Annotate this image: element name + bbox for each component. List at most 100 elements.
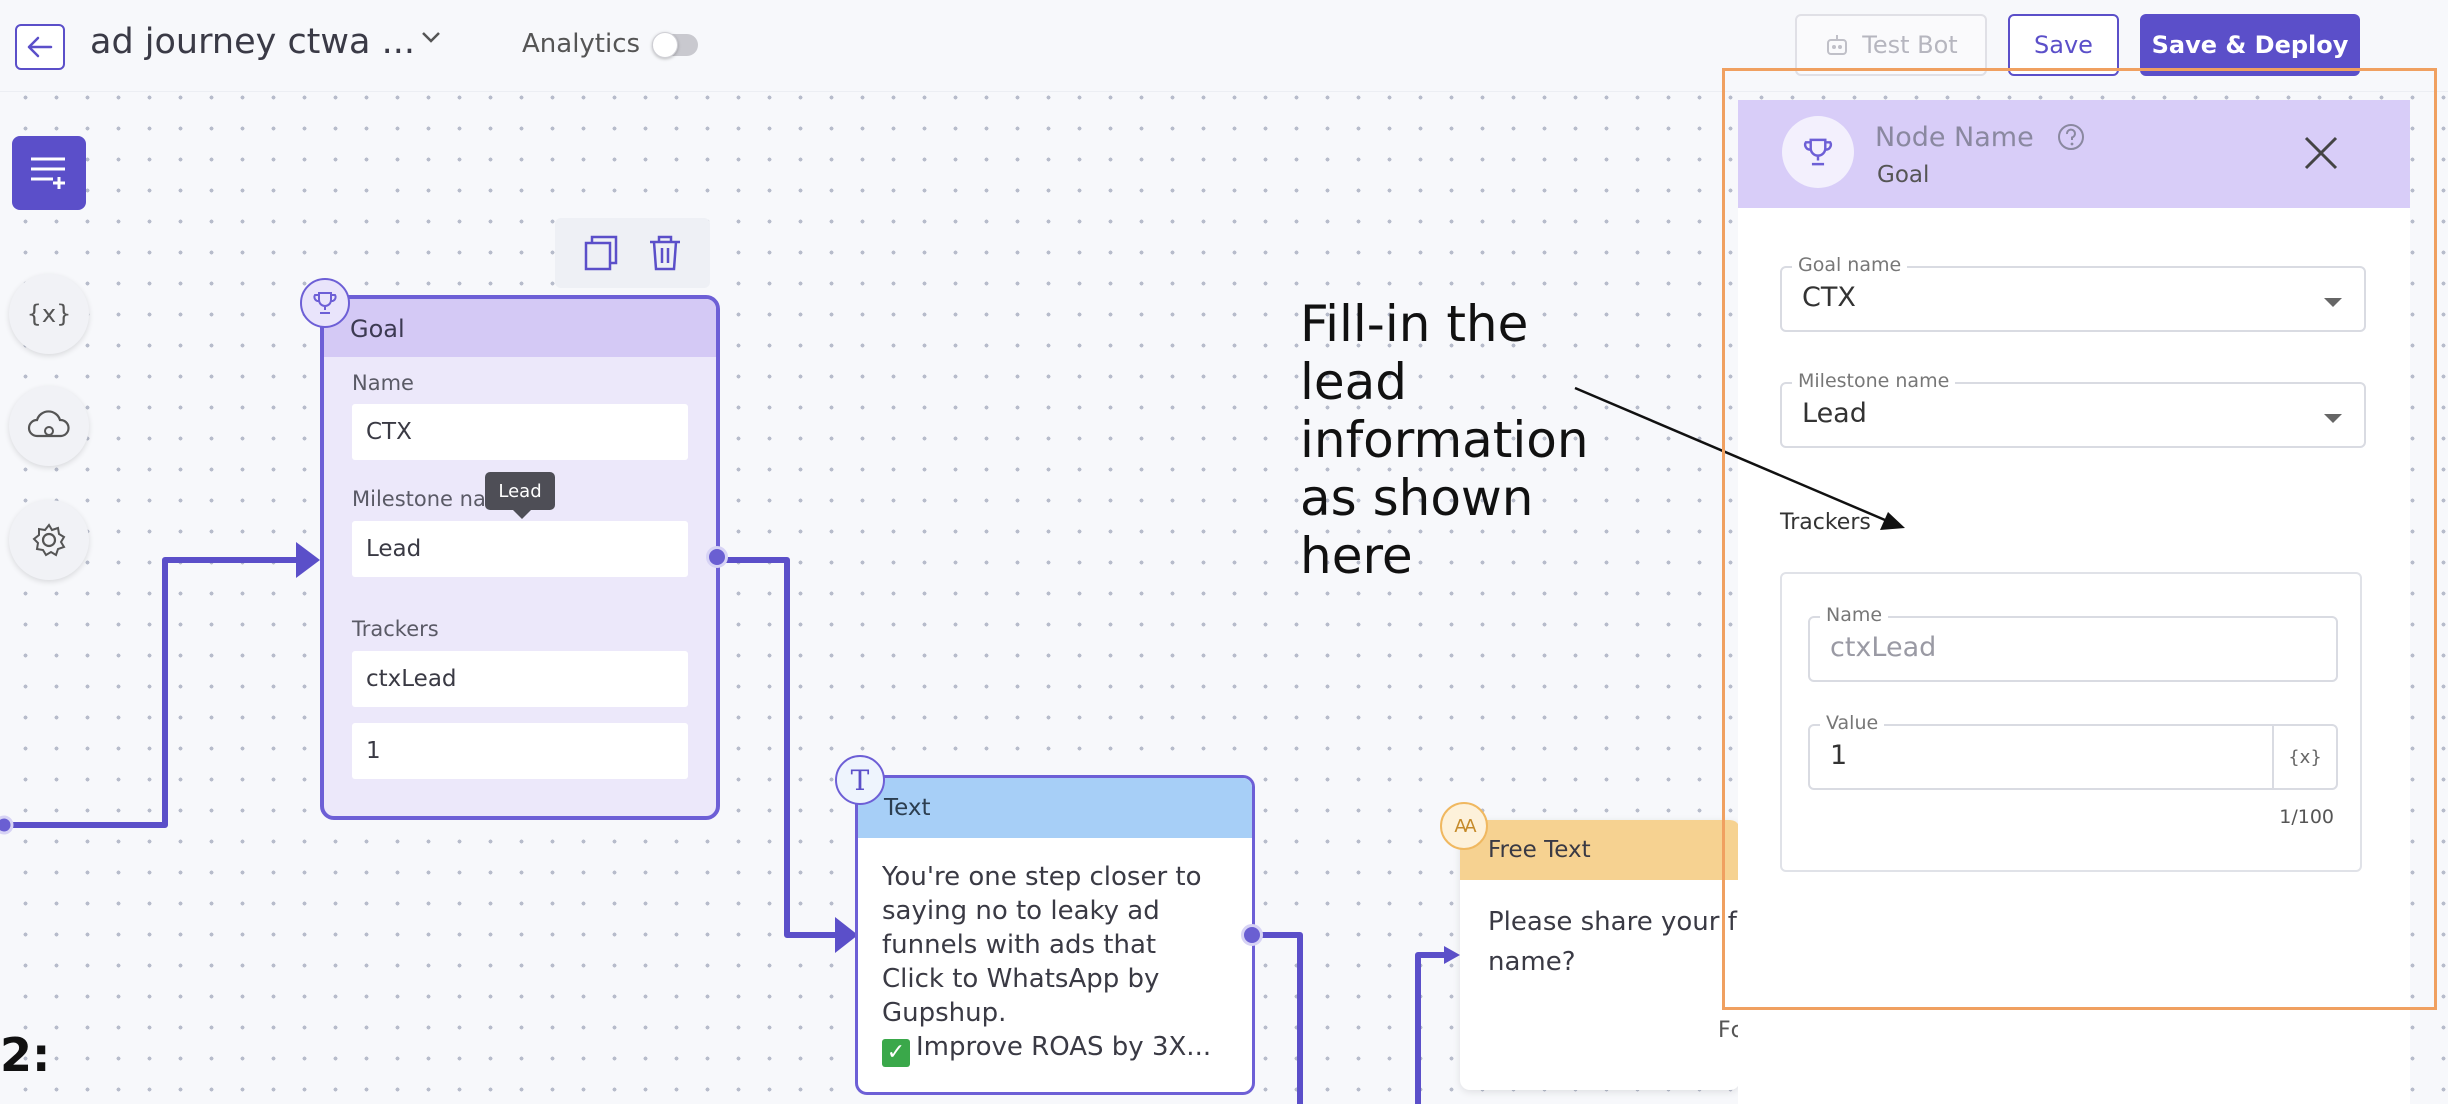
free-text-line: name? (1488, 947, 1576, 977)
text-node-body: You're one step closer to saying no to l… (858, 838, 1252, 1089)
cloud-settings-button[interactable] (9, 386, 89, 466)
save-deploy-button[interactable]: Save & Deploy (2140, 14, 2360, 76)
tracker-value-input[interactable]: Value 1 {x} (1808, 712, 2338, 790)
bot-title[interactable]: ad journey ctwa ... (90, 22, 415, 62)
test-bot-label: Test Bot (1862, 31, 1958, 59)
tracker-value: 1 (1830, 740, 1848, 771)
text-node-header: Text (858, 778, 1252, 838)
bot-icon (1827, 35, 1848, 55)
goal-trackers-label: Trackers (352, 617, 439, 641)
goal-name-field[interactable]: CTX (352, 404, 688, 460)
edge-into-goal (0, 557, 300, 828)
trophy-icon (313, 292, 337, 314)
toggle-knob (652, 32, 678, 58)
edge-text-out (1255, 932, 1303, 1104)
test-bot-button[interactable]: Test Bot (1795, 14, 1987, 76)
text-line: funnels with ads that (882, 930, 1157, 960)
node-settings-panel: Node Name Goal Goal name CTX Milestone n… (1738, 100, 2410, 1104)
top-bar: ad journey ctwa ... Analytics Test Bot S… (0, 0, 2448, 92)
chevron-down-icon[interactable] (420, 30, 442, 44)
text-line: Gupshup. (882, 998, 1007, 1028)
text-node[interactable]: Text You're one step closer to saying no… (855, 775, 1255, 1095)
goal-milestone-label: Milestone nar (352, 487, 495, 511)
font-size-icon: AA (1454, 815, 1476, 837)
gear-icon (32, 523, 66, 557)
variables-button[interactable]: {x} (9, 274, 89, 354)
goal-node-header: Goal (324, 299, 716, 357)
free-text-icon: AA (1440, 802, 1488, 850)
port-left-edge (0, 815, 14, 835)
goal-milestone-field[interactable]: Lead (352, 521, 688, 577)
arrow-left-icon (27, 36, 53, 58)
insert-variable-button[interactable]: {x} (2272, 726, 2336, 788)
text-node-icon: T (835, 755, 885, 805)
arrowhead-text (835, 917, 858, 953)
close-icon[interactable] (2302, 134, 2340, 172)
node-action-bar (555, 218, 710, 288)
milestone-legend: Milestone name (1792, 370, 1956, 392)
menu-add-icon (31, 157, 65, 189)
text-type-icon: T (850, 763, 870, 797)
goal-name-select[interactable]: Goal name CTX (1780, 254, 2366, 332)
variables-icon: {x} (26, 300, 72, 328)
tracker-value-legend: Value (1820, 712, 1885, 734)
back-button[interactable] (15, 24, 65, 70)
goal-node[interactable]: Goal Name CTX Milestone nar Lead Tracker… (320, 295, 720, 820)
text-output-port[interactable] (1241, 924, 1263, 946)
text-line: Click to WhatsApp by (882, 964, 1160, 994)
milestone-tooltip: Lead (485, 472, 555, 519)
text-line: You're one step closer to (882, 862, 1202, 892)
panel-header: Node Name Goal (1738, 100, 2410, 208)
copy-icon[interactable] (583, 234, 619, 272)
text-line: saying no to leaky ad (882, 896, 1160, 926)
arrowhead-goal (296, 542, 320, 578)
node-name-value[interactable]: Goal (1877, 162, 1930, 188)
settings-button[interactable] (9, 500, 89, 580)
edge-into-free-text (1415, 952, 1450, 1104)
trash-icon[interactable] (648, 234, 682, 272)
goal-node-icon (300, 278, 350, 328)
free-text-node[interactable]: Free Text Please share your f name? Fc (1460, 820, 1740, 1090)
milestone-value: Lead (1802, 398, 1867, 429)
caret-down-icon (2324, 298, 2342, 307)
annotation-text: Fill-in the lead information as shown he… (1300, 295, 1660, 585)
tracker-name-value: ctxLead (1830, 632, 1937, 663)
node-name-label: Node Name (1875, 122, 2034, 153)
step-label-fragment: 2: (0, 1028, 51, 1082)
annotation-line: lead (1300, 353, 1408, 411)
text-last-line: Improve ROAS by 3X... (916, 1032, 1212, 1062)
checkmark-icon: ✓ (882, 1039, 910, 1067)
goal-name-legend: Goal name (1792, 254, 1908, 276)
save-button[interactable]: Save (2008, 14, 2119, 76)
add-node-menu-button[interactable] (12, 136, 86, 210)
analytics-toggle[interactable] (652, 32, 698, 58)
goal-name-value: CTX (1802, 282, 1856, 313)
annotation-line: Fill-in the (1300, 295, 1529, 353)
goal-tracker-value-field[interactable]: 1 (352, 723, 688, 779)
goal-output-port[interactable] (706, 546, 728, 568)
tracker-box: Name ctxLead Value 1 {x} 1/100 (1780, 572, 2362, 872)
panel-node-icon (1782, 116, 1854, 188)
free-text-body: Please share your f name? (1460, 880, 1740, 1004)
analytics-label: Analytics (522, 29, 641, 59)
cloud-gear-icon (27, 410, 70, 438)
arrowhead-free (1444, 946, 1460, 964)
tracker-name-legend: Name (1820, 604, 1889, 626)
char-counter: 1/100 (2279, 806, 2334, 828)
tracker-name-input[interactable]: Name ctxLead (1808, 604, 2338, 682)
trophy-icon (1804, 138, 1832, 166)
edge-goal-to-text (720, 557, 838, 938)
text-line-last: ✓Improve ROAS by 3X... (882, 1030, 1228, 1067)
milestone-name-select[interactable]: Milestone name Lead (1780, 370, 2366, 448)
annotation-line: here (1300, 527, 1413, 585)
free-text-line: Please share your f (1488, 907, 1737, 937)
annotation-line: as shown (1300, 469, 1534, 527)
help-icon[interactable] (2056, 122, 2086, 152)
caret-down-icon (2324, 414, 2342, 423)
annotation-line: information (1300, 411, 1589, 469)
trackers-heading: Trackers (1780, 510, 1871, 535)
free-text-header: Free Text (1460, 820, 1740, 880)
goal-tracker-name-field[interactable]: ctxLead (352, 651, 688, 707)
